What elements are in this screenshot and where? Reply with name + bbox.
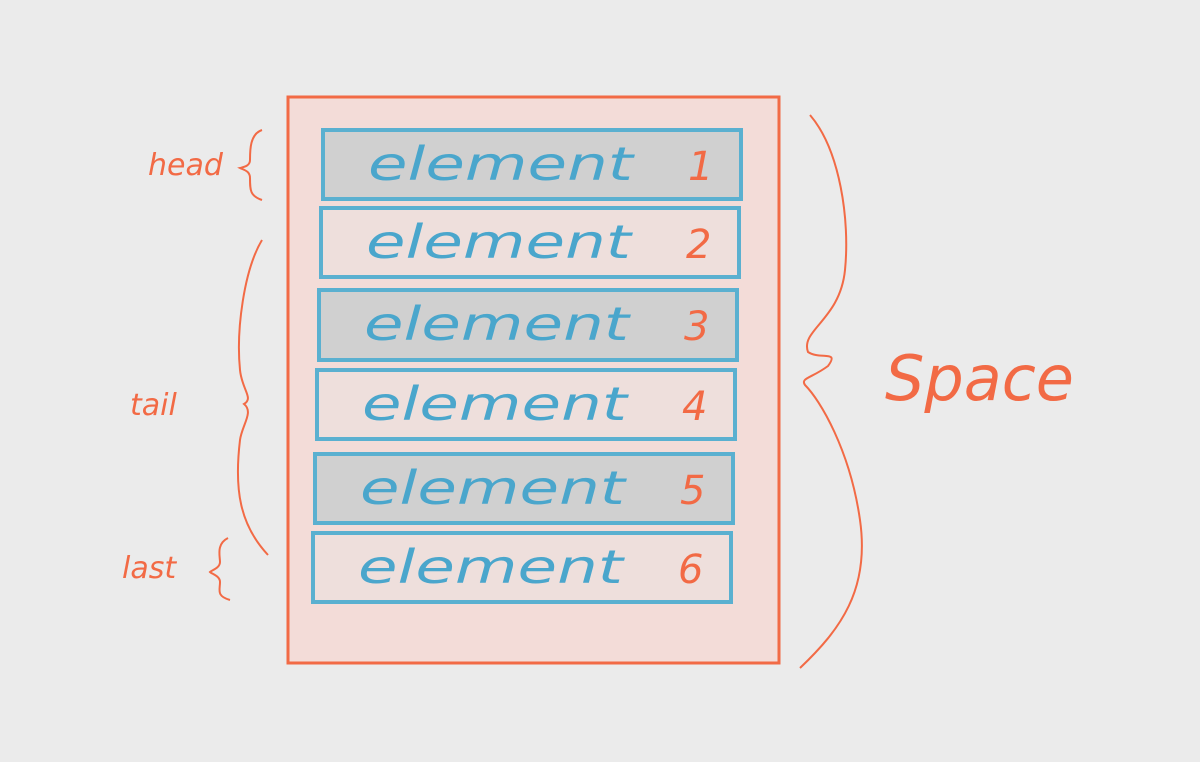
- element-box: [313, 452, 735, 525]
- space-label: Space: [885, 342, 1074, 415]
- element-number: 6: [678, 547, 703, 593]
- element-number: 5: [680, 468, 705, 514]
- head-label: head: [148, 148, 224, 183]
- element-number: 1: [688, 144, 713, 190]
- element-label: element: [360, 461, 628, 515]
- element-box: [317, 288, 739, 362]
- element-label: element: [366, 215, 634, 269]
- element-box: [319, 206, 741, 279]
- space-brace-icon: [799, 114, 863, 669]
- element-number: 3: [684, 304, 709, 350]
- element-row: element 1: [321, 128, 743, 201]
- element-row: element 5: [313, 452, 735, 525]
- element-row: element 3: [317, 288, 739, 362]
- element-list: element 1 element 2 element 3 element 4 element 5…: [311, 128, 743, 604]
- element-number: 4: [682, 384, 707, 430]
- element-label: element: [362, 377, 630, 431]
- element-box: [311, 531, 733, 604]
- element-box: [321, 128, 743, 201]
- element-box: [315, 368, 737, 441]
- element-row: element 2: [319, 206, 741, 279]
- last-brace-icon: [208, 537, 231, 601]
- element-row: element 4: [315, 368, 737, 441]
- tail-brace-icon: [236, 239, 269, 556]
- last-label: last: [122, 551, 177, 586]
- tail-label: tail: [130, 388, 177, 423]
- element-label: element: [358, 540, 626, 594]
- element-label: element: [368, 137, 636, 191]
- element-label: element: [364, 297, 632, 351]
- head-brace-icon: [237, 129, 263, 201]
- element-number: 2: [686, 222, 711, 268]
- element-row: element 6: [311, 531, 733, 604]
